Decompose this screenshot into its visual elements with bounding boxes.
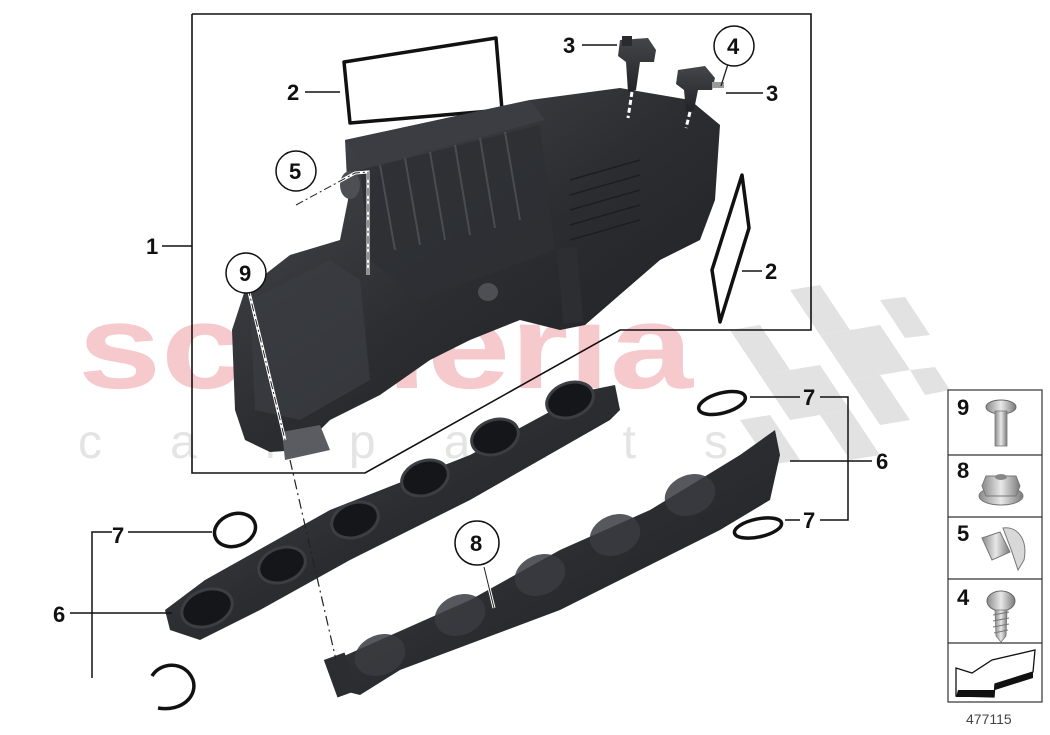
legend-num-5: 5 xyxy=(957,521,969,546)
intake-manifold-body xyxy=(232,88,720,460)
checker-flag-watermark xyxy=(730,285,950,465)
sensor-left-leader xyxy=(626,91,634,119)
screw-leader-line xyxy=(720,63,729,87)
nut-leader-inner xyxy=(483,566,495,609)
clip-leader-inner xyxy=(295,171,369,275)
callout-8[interactable]: 8 xyxy=(470,531,482,556)
assembly-frame xyxy=(191,13,812,474)
callout-7-left[interactable]: 7 xyxy=(112,523,124,548)
seal-ring-lower-right xyxy=(732,516,784,540)
bolt-leader-inner xyxy=(247,287,286,441)
callout-1[interactable]: 1 xyxy=(146,234,158,259)
callout-9[interactable]: 9 xyxy=(239,261,251,286)
legend-num-4: 4 xyxy=(957,585,970,610)
legend-item-clip[interactable]: 5 xyxy=(957,521,1026,572)
callout-2-side[interactable]: 2 xyxy=(765,259,777,284)
sensor-right xyxy=(676,66,724,112)
legend-num-8: 8 xyxy=(957,458,969,483)
legend-item-nut[interactable]: 8 xyxy=(957,458,1024,506)
seal-ring-left-lower xyxy=(150,663,196,711)
callout-6-right[interactable]: 6 xyxy=(876,449,888,474)
bolt-icon xyxy=(985,399,1017,447)
legend-num-9: 9 xyxy=(957,395,969,420)
callout-4-circle xyxy=(713,25,755,67)
callout-8-circle xyxy=(454,520,500,566)
callout-9-circle xyxy=(225,252,267,294)
legend-item-arrow[interactable] xyxy=(955,649,1036,698)
upper-gasket xyxy=(342,36,504,125)
screw-icon xyxy=(986,590,1016,643)
side-gasket xyxy=(710,173,751,324)
callout-7-lower-right[interactable]: 7 xyxy=(803,508,815,533)
direction-arrow-icon xyxy=(955,649,1036,698)
callout-7-upper-right[interactable]: 7 xyxy=(803,385,815,410)
callout-5[interactable]: 5 xyxy=(289,159,301,184)
watermark-sub: c a r p a r t s xyxy=(78,416,728,469)
bolt-axis-line xyxy=(289,459,337,661)
diagram-reference-number: 477115 xyxy=(966,711,1012,727)
nut-icon xyxy=(978,474,1024,506)
callouts: 1 2 2 3 3 4 5 9 6 7 7 8 6 7 xyxy=(53,25,888,678)
callout-6-left[interactable]: 6 xyxy=(53,602,65,627)
callout-4[interactable]: 4 xyxy=(727,34,740,59)
legend-item-bolt[interactable]: 9 xyxy=(957,395,1017,447)
clip-icon xyxy=(981,527,1026,572)
sensor-left xyxy=(618,36,656,92)
legend-item-screw[interactable]: 4 xyxy=(957,585,1016,643)
fastener-legend: 9 8 5 4 xyxy=(947,389,1043,703)
sensor-right-leader xyxy=(684,111,692,129)
callout-5-circle xyxy=(275,150,317,192)
callout-3-right[interactable]: 3 xyxy=(766,81,778,106)
callout-3-left[interactable]: 3 xyxy=(563,33,575,58)
seal-ring-left-upper xyxy=(212,511,258,549)
callout-2-upper[interactable]: 2 xyxy=(287,80,299,105)
seal-ring-upper-right xyxy=(696,389,748,417)
lower-runner-flange xyxy=(323,430,780,698)
upper-runner-flange xyxy=(165,380,620,640)
